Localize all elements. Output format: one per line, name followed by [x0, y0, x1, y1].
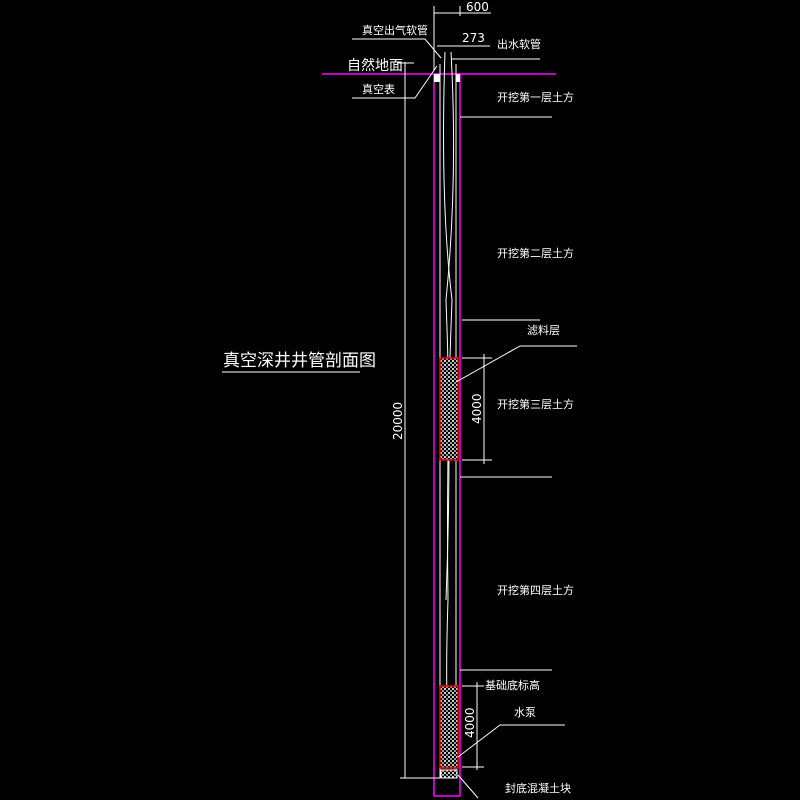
dim-4000-lower: 4000: [463, 707, 477, 738]
label-excavation-layer-1: 开挖第一层土方: [497, 90, 574, 104]
dim-20000: 20000: [391, 402, 405, 440]
leader: [352, 38, 442, 59]
bottom-concrete-block-shape: [440, 769, 458, 779]
leader: [352, 65, 438, 99]
well-casing: [433, 73, 461, 797]
label-excavation-layer-4: 开挖第四层土方: [497, 583, 574, 597]
dim-273: 273: [462, 31, 485, 45]
label-water-pump: 水泵: [514, 706, 536, 719]
filter-layer-lower: [439, 685, 459, 769]
label-vacuum-exhaust-hose: 真空出气软管: [362, 23, 428, 37]
label-foundation-bottom-elevation: 基础底标高: [485, 678, 540, 692]
label-water-outlet-hose: 出水软管: [497, 37, 541, 51]
drawing-title: 真空深井井管剖面图: [223, 351, 376, 371]
label-excavation-layer-2: 开挖第二层土方: [497, 246, 574, 260]
leader: [457, 774, 479, 799]
dim-600: 600: [466, 0, 489, 14]
ground-seal-right: [456, 74, 460, 82]
label-natural-ground: 自然地面: [347, 57, 403, 74]
label-vacuum-gauge: 真空表: [362, 82, 395, 96]
hose-2: [445, 51, 455, 601]
label-filter-layer: 滤料层: [527, 323, 560, 337]
label-bottom-concrete-block: 封底混凝土块: [505, 781, 571, 795]
ground-seal-left: [434, 74, 440, 82]
dim-4000-upper: 4000: [470, 393, 484, 424]
label-excavation-layer-3: 开挖第三层土方: [497, 397, 574, 411]
leader: [455, 345, 577, 383]
leader: [457, 724, 565, 758]
filter-layer-upper: [439, 357, 459, 461]
